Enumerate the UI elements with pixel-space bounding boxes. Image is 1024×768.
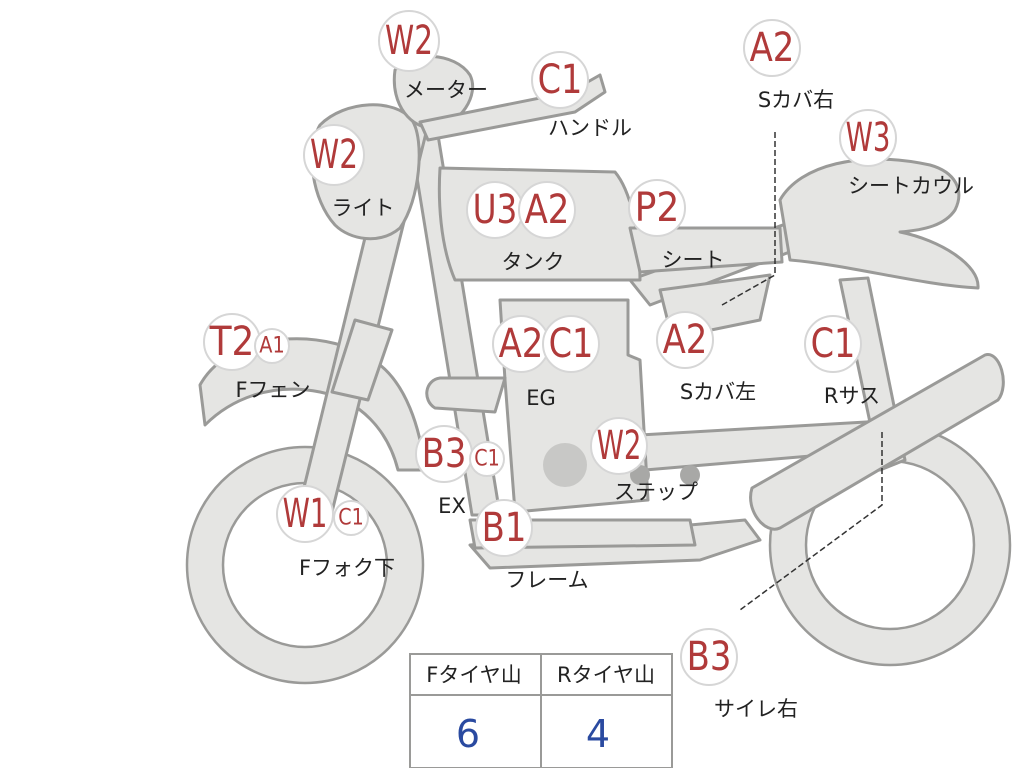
badge-circle [276, 485, 334, 543]
part-label: Rサス [824, 384, 880, 408]
badge-circle [303, 124, 365, 186]
condition-code: C1 [538, 57, 583, 103]
table-value-front: 6 [456, 712, 480, 756]
badge-circle [804, 315, 862, 373]
part-label: メーター [404, 78, 488, 102]
part-label: フレーム [505, 568, 588, 592]
part-label: Fフェン [235, 378, 310, 402]
part-label: ライト [332, 196, 395, 220]
badge-circle [333, 500, 369, 536]
motorcycle-illustration [185, 54, 1012, 685]
seat-shape [628, 226, 784, 274]
condition-code: U3 [473, 187, 518, 233]
badge-seat: P2 シート [628, 179, 725, 272]
badge-circle [531, 51, 589, 109]
front-wheel [185, 445, 425, 685]
badge-circle [518, 181, 576, 239]
badge-circle [469, 441, 505, 477]
badge-circle [542, 315, 600, 373]
badge-light: W2 ライト [303, 124, 395, 220]
badge-circle [378, 10, 440, 72]
part-label: サイレ右 [714, 697, 798, 721]
badge-handle: C1 ハンドル [531, 51, 632, 140]
part-label: Fフォク下 [299, 556, 395, 580]
condition-code: W2 [310, 132, 358, 178]
leader-scover-right [721, 132, 776, 306]
condition-code: A2 [663, 317, 708, 363]
badge-circle [656, 311, 714, 369]
condition-code: B3 [687, 634, 732, 680]
fork-upper [330, 318, 394, 402]
condition-code: W1 [283, 491, 328, 537]
condition-code: P2 [635, 185, 680, 231]
silencer-shape [749, 353, 1005, 531]
table-header-rear: Rタイヤ山 [557, 663, 655, 687]
part-label: ステップ [614, 480, 698, 504]
condition-code: W2 [597, 423, 642, 469]
condition-code: T2 [209, 319, 255, 365]
part-label: タンク [502, 250, 565, 274]
condition-code: C1 [474, 447, 500, 472]
part-label: Sカバ右 [758, 88, 834, 112]
condition-code: C1 [338, 506, 364, 531]
condition-code: A2 [750, 25, 795, 71]
condition-code: A2 [499, 321, 544, 367]
leader-silencer-right [739, 432, 883, 611]
badge-frame: B1 フレーム [475, 499, 589, 592]
badge-circle [590, 417, 648, 475]
badge-circle [680, 628, 738, 686]
badge-circle [628, 179, 686, 237]
condition-code: A1 [259, 334, 285, 359]
badge-seat-cowl: W3 シートカウル [839, 109, 974, 198]
badge-circle [254, 328, 290, 364]
table-value-rear: 4 [586, 712, 610, 756]
condition-code: B3 [422, 431, 467, 477]
tire-tread-table: Fタイヤ山 Rタイヤ山 6 4 [409, 653, 673, 768]
badge-circle [743, 19, 801, 77]
badge-step: W2 ステップ [590, 417, 698, 504]
condition-code: B1 [482, 505, 527, 551]
badge-silencer-right: B3 サイレ右 [680, 628, 798, 721]
condition-code: W3 [846, 115, 891, 161]
condition-code: C1 [811, 321, 856, 367]
part-label: シート [662, 248, 725, 272]
condition-code: C1 [549, 321, 594, 367]
engine-cover-circle [543, 443, 587, 487]
condition-code: A2 [525, 187, 570, 233]
exhaust-pipe-shape [425, 376, 507, 414]
part-label: ハンドル [548, 116, 632, 140]
part-label: Sカバ左 [680, 380, 756, 404]
part-label: EX [438, 494, 466, 518]
step-peg-right [680, 465, 700, 485]
condition-code: W2 [385, 18, 433, 64]
part-label: EG [526, 386, 556, 410]
badge-meter: W2 メーター [378, 10, 488, 102]
badge-circle [839, 109, 897, 167]
table-header-front: Fタイヤ山 [426, 663, 521, 687]
part-label: シートカウル [848, 174, 974, 198]
badge-circle [475, 499, 533, 557]
